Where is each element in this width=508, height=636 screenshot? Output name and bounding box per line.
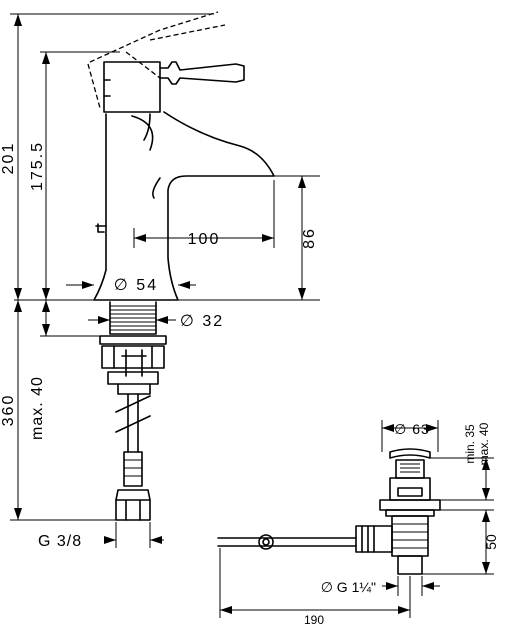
dim-360-label: 360 xyxy=(0,394,17,427)
shank-assembly xyxy=(99,301,167,521)
waste-assembly xyxy=(217,448,441,575)
dim-32-label: ∅ 32 xyxy=(180,313,224,330)
dim-g114-label: ∅ G 1¼" xyxy=(321,579,376,595)
faucet-body xyxy=(87,11,275,301)
dim-175-label: 175.5 xyxy=(29,141,46,191)
dim-54-label: ∅ 54 xyxy=(114,277,158,294)
dim-max40-waste-label: max. 40 xyxy=(477,422,491,465)
dim-63-label: ∅ 63 xyxy=(394,421,430,437)
dim-100-label: 100 xyxy=(188,231,221,248)
dim-190-label: 190 xyxy=(304,613,324,627)
dim-86-label: 86 xyxy=(301,227,318,249)
dim-g38-label: G 3/8 xyxy=(38,533,82,550)
dim-201-label: 201 xyxy=(0,142,17,175)
dim-50-label: 50 xyxy=(483,534,499,550)
dimension-lines xyxy=(10,13,494,618)
dim-max40-label: max. 40 xyxy=(29,376,46,440)
dim-min35-label: min. 35 xyxy=(463,424,477,464)
